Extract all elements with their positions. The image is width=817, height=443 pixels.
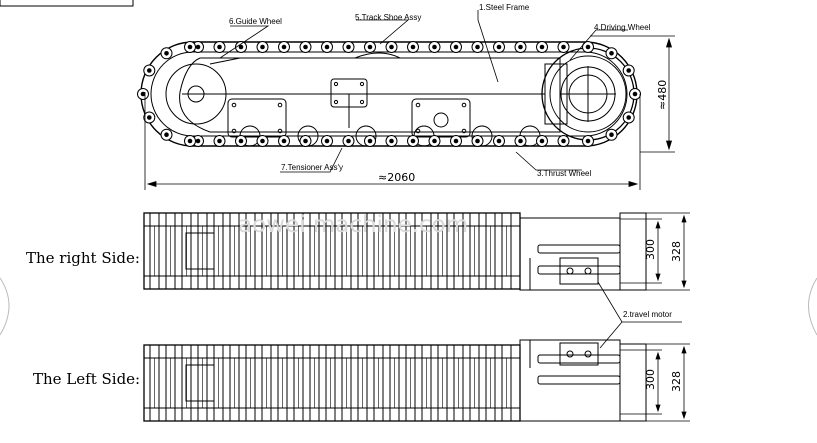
leader-lines — [219, 10, 628, 173]
tensioner-plate — [227, 98, 287, 138]
width-dimensions-right — [620, 212, 690, 291]
label-travel-motor: 2.travel motor — [623, 310, 672, 319]
left-inner-width: 300 — [644, 369, 657, 390]
driving-wheel — [541, 47, 635, 141]
left-edge-arc — [0, 277, 10, 336]
length-value: ≈2060 — [378, 171, 415, 184]
height-dimension — [590, 35, 675, 153]
left-side-plan-view — [143, 339, 647, 422]
right-outer-width: 328 — [670, 241, 683, 262]
guide-wheel — [165, 63, 227, 125]
watermark: aowei machine.com — [238, 212, 468, 238]
right-side-plan-view — [143, 212, 647, 291]
track-shoes-left — [149, 344, 512, 422]
length-dimension — [144, 92, 641, 190]
support-plate — [411, 98, 471, 138]
motor-leaders — [597, 281, 682, 349]
label-driving-wheel: 4.Driving Wheel — [594, 23, 651, 32]
track-shoe-bolts — [137, 41, 641, 147]
label-thrust-wheel: 3.Thrust Wheel — [537, 169, 591, 178]
right-side-title: The right Side: — [26, 249, 140, 267]
left-side-title: The Left Side: — [33, 370, 140, 388]
right-edge-arc — [808, 277, 817, 336]
label-track-shoe: 5.Track Shoe Assy — [355, 13, 421, 22]
label-steel-frame: 1.Steel Frame — [479, 3, 530, 12]
travel-motor-right — [559, 257, 599, 285]
left-outer-width: 328 — [670, 371, 683, 392]
track-shoes-right — [149, 212, 512, 290]
steel-frame — [179, 57, 561, 133]
travel-motor-left — [559, 342, 599, 366]
width-dimensions-left — [620, 343, 690, 422]
label-tensioner: 7.Tensioner Ass'y — [281, 163, 343, 172]
title-block-edge — [0, 0, 134, 7]
height-value: ≈480 — [656, 80, 669, 110]
label-guide-wheel: 6.Guide Wheel — [229, 17, 282, 26]
side-elevation — [140, 41, 638, 147]
right-inner-width: 300 — [644, 239, 657, 260]
